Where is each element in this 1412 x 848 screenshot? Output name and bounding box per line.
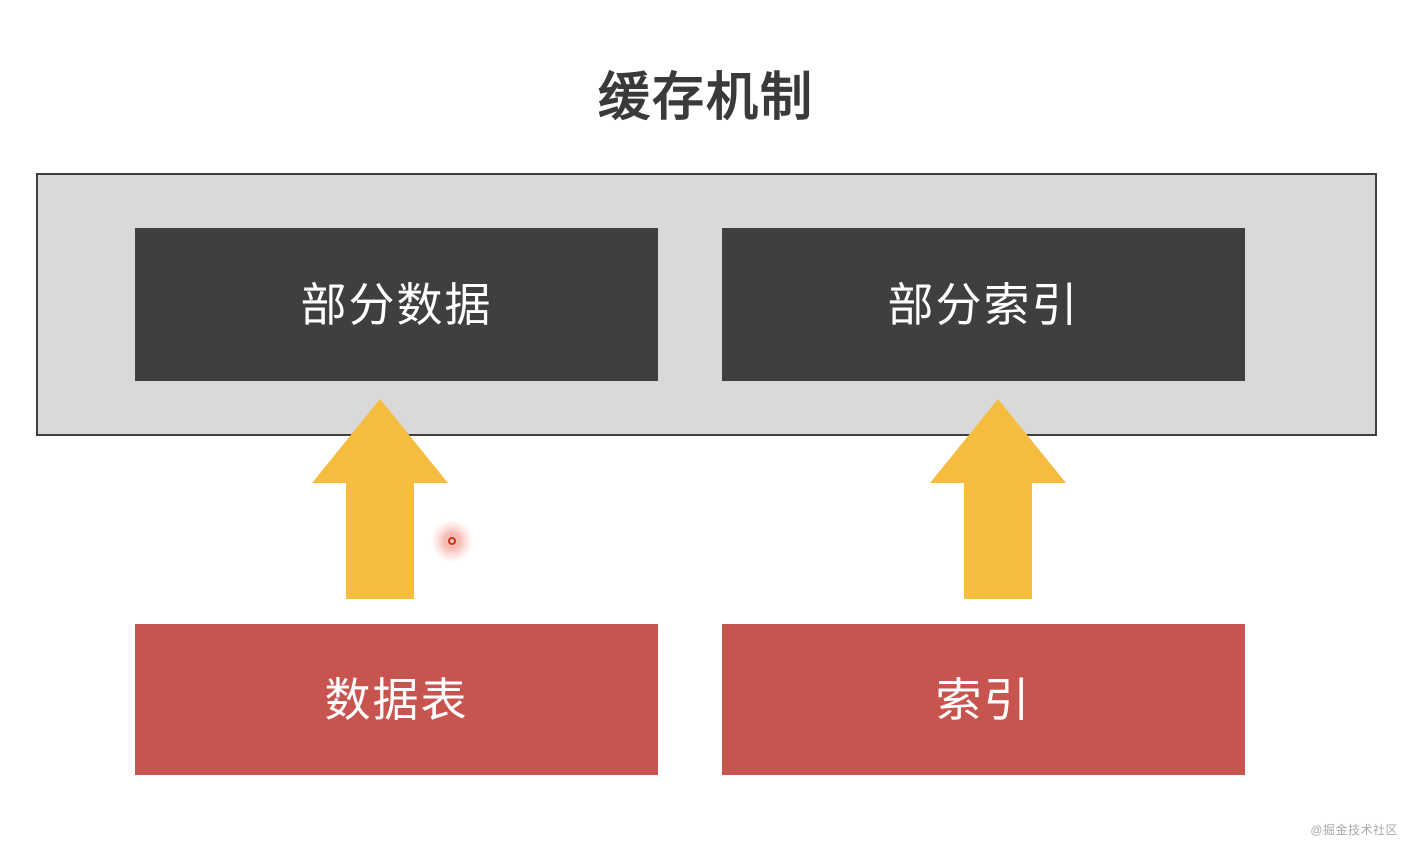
cache-box-partial-index[interactable]: 部分索引 (722, 228, 1245, 381)
cursor-core (450, 539, 454, 543)
source-box-data-table[interactable]: 数据表 (135, 624, 658, 775)
cache-box-partial-data[interactable]: 部分数据 (135, 228, 658, 381)
cache-box-partial-data-label: 部分数据 (300, 278, 493, 331)
watermark: @掘金技术社区 (1310, 823, 1398, 837)
source-box-index-label: 索引 (935, 673, 1032, 726)
up-arrow-icon-data (312, 399, 448, 599)
source-box-data-table-label: 数据表 (324, 673, 469, 726)
source-box-index[interactable]: 索引 (722, 624, 1245, 775)
page-title: 缓存机制 (597, 69, 814, 127)
cache-box-partial-index-label: 部分索引 (887, 278, 1080, 331)
up-arrow-icon-index (930, 399, 1066, 599)
